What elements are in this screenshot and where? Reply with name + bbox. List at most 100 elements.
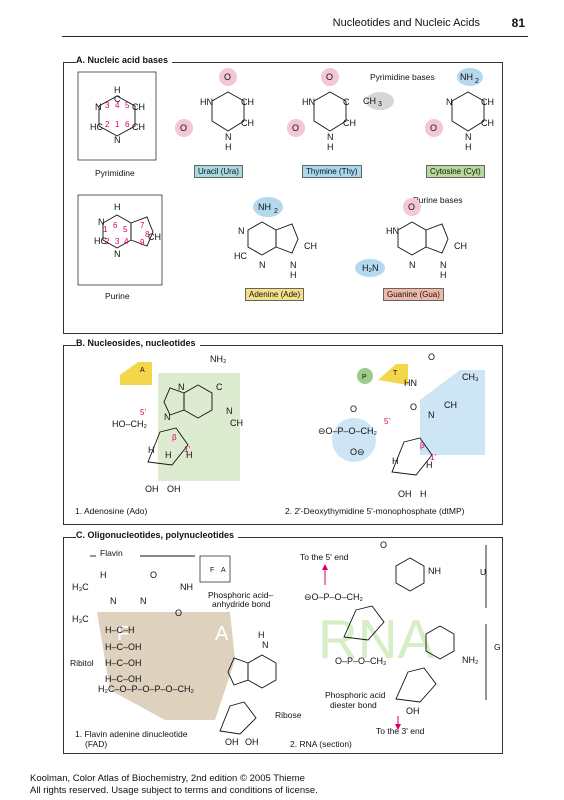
svg-text:N: N <box>110 596 117 606</box>
g-label: G <box>494 642 501 652</box>
svg-text:anhydride bond: anhydride bond <box>212 599 271 609</box>
svg-text:H: H <box>327 142 334 152</box>
svg-text:H: H <box>186 450 193 460</box>
svg-text:6: 6 <box>113 221 118 230</box>
svg-text:5': 5' <box>140 408 146 417</box>
svg-text:O: O <box>150 570 157 580</box>
svg-text:O–P–O–CH₂: O–P–O–CH₂ <box>335 656 387 666</box>
svg-text:H: H <box>225 142 232 152</box>
svg-text:N: N <box>98 217 105 227</box>
header-rule <box>62 36 528 37</box>
svg-text:3: 3 <box>105 101 110 110</box>
svg-text:O: O <box>350 404 357 414</box>
svg-text:CH₃: CH₃ <box>462 372 479 382</box>
svg-text:N: N <box>409 260 416 270</box>
thymine-tag: Thymine (Thy) <box>302 165 362 178</box>
purine-frame <box>77 194 163 286</box>
svg-text:O: O <box>175 608 182 618</box>
svg-text:H: H <box>100 570 107 580</box>
svg-text:N: N <box>446 97 453 107</box>
svg-text:CH: CH <box>454 241 467 251</box>
svg-text:CH: CH <box>304 241 317 251</box>
svg-text:T: T <box>393 370 398 377</box>
svg-text:NH₂: NH₂ <box>210 354 227 364</box>
svg-text:H: H <box>148 445 155 455</box>
svg-text:HC: HC <box>234 251 247 261</box>
svg-text:1': 1' <box>184 445 190 454</box>
svg-text:9: 9 <box>140 238 145 247</box>
svg-text:H: H <box>258 630 265 640</box>
svg-text:HC: HC <box>94 236 107 246</box>
svg-text:OH: OH <box>406 706 420 716</box>
svg-text:5: 5 <box>125 101 130 110</box>
svg-text:CH: CH <box>363 96 376 106</box>
svg-text:H₃C: H₃C <box>72 614 89 624</box>
svg-text:A: A <box>221 567 226 574</box>
dtmp-caption: 2. 2'-Deoxythymidine 5'-monophosphate (d… <box>285 506 465 516</box>
svg-text:H: H <box>426 460 433 470</box>
panel-nucleosides <box>63 345 503 525</box>
svg-text:N: N <box>465 132 472 142</box>
svg-text:NH: NH <box>258 202 271 212</box>
svg-text:HN: HN <box>200 97 213 107</box>
svg-text:CH: CH <box>230 418 243 428</box>
svg-text:O: O <box>180 123 187 133</box>
svg-text:2: 2 <box>105 237 110 246</box>
svg-text:5': 5' <box>384 417 390 426</box>
svg-text:HN: HN <box>404 378 417 388</box>
svg-text:H: H <box>420 489 427 499</box>
svg-text:C: C <box>114 94 121 104</box>
svg-text:CH: CH <box>132 122 145 132</box>
rna-structure: RNA To the 5' end ⊖O–P–O–CH₂ O NH U G O–… <box>300 540 501 736</box>
svg-text:O: O <box>408 202 415 212</box>
svg-text:1': 1' <box>430 453 436 462</box>
svg-text:3: 3 <box>115 237 120 246</box>
diester-label2: diester bond <box>330 700 377 710</box>
adenine-tag: Adenine (Ade) <box>245 288 305 301</box>
svg-text:O: O <box>224 72 231 82</box>
svg-text:NH: NH <box>428 566 441 576</box>
svg-text:O⊖: O⊖ <box>350 447 365 457</box>
svg-text:1: 1 <box>103 225 108 234</box>
svg-text:4: 4 <box>115 101 120 110</box>
svg-text:H: H <box>165 450 172 460</box>
adenosine-caption: 1. Adenosine (Ado) <box>75 506 147 516</box>
svg-text:N: N <box>262 640 269 650</box>
cytosine-tag: Cytosine (Cyt) <box>426 165 485 178</box>
to-3-end-label: To the 3' end <box>376 726 425 736</box>
svg-text:OH: OH <box>398 489 412 499</box>
fad-caption-sub: (FAD) <box>85 739 107 749</box>
svg-text:3: 3 <box>378 101 382 108</box>
svg-text:N: N <box>114 249 121 259</box>
svg-text:N: N <box>140 596 147 606</box>
fad-caption: 1. Flavin adenine dinucleotide <box>75 729 188 739</box>
svg-text:CH: CH <box>241 97 254 107</box>
svg-text:N: N <box>290 260 297 270</box>
svg-text:O: O <box>326 72 333 82</box>
svg-text:C: C <box>343 97 350 107</box>
svg-text:A: A <box>140 367 145 374</box>
svg-text:H: H <box>114 202 121 212</box>
ribose-label: Ribose <box>275 710 302 720</box>
rna-watermark: RNA <box>318 608 434 670</box>
svg-text:H–C–OH: H–C–OH <box>105 674 142 684</box>
svg-text:H: H <box>440 270 447 280</box>
svg-text:H–C–OH: H–C–OH <box>105 642 142 652</box>
svg-text:A: A <box>215 623 229 645</box>
svg-text:⊖O–P–O–CH₂: ⊖O–P–O–CH₂ <box>304 592 364 602</box>
svg-text:N: N <box>95 102 102 112</box>
svg-text:7: 7 <box>140 221 145 230</box>
svg-text:CH: CH <box>481 97 494 107</box>
svg-text:O: O <box>430 123 437 133</box>
svg-text:N: N <box>238 226 245 236</box>
svg-text:N: N <box>178 382 185 392</box>
svg-text:1: 1 <box>115 120 120 129</box>
svg-text:⊖O–P–O–CH₂: ⊖O–P–O–CH₂ <box>318 426 378 436</box>
